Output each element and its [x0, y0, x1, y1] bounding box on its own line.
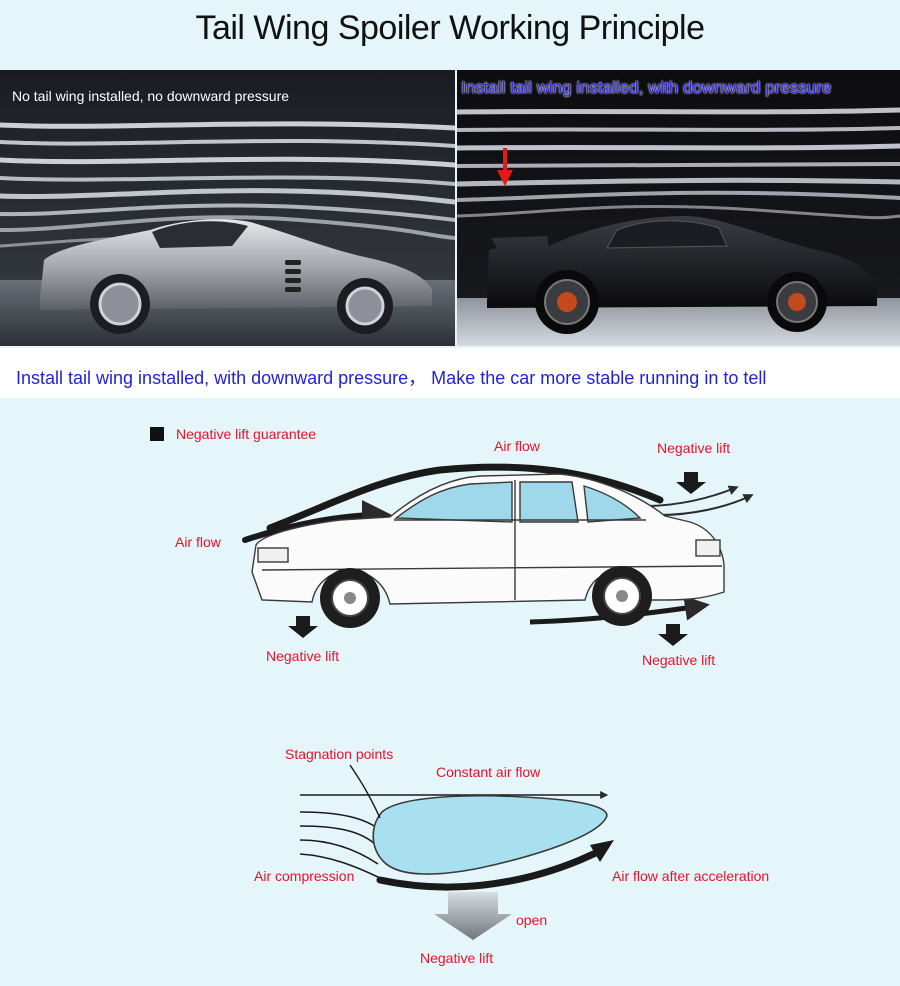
legend-label: Negative lift guarantee	[176, 426, 317, 442]
photo-caption-no-tail-wing: No tail wing installed, no downward pres…	[12, 88, 290, 104]
rear-flow-arrow-1	[649, 485, 739, 507]
negative-lift-rear-wheel-label: Negative lift	[642, 652, 716, 668]
air-flow-after-acceleration-label: Air flow after acceleration	[612, 868, 770, 884]
air-flow-top-arrow	[266, 463, 664, 532]
air-flow-after-acceleration-arrow	[376, 848, 602, 891]
negative-lift-arrow-front-wheel	[288, 616, 318, 638]
negative-lift-front-wheel-label: Negative lift	[266, 648, 340, 664]
photo-no-tail-wing: No tail wing installed, no downward pres…	[0, 70, 455, 346]
air-flow-front-arrow	[242, 500, 392, 543]
rear-flow-arrow-2	[659, 494, 754, 516]
constant-air-flow-label: Constant air flow	[436, 764, 541, 780]
photo-with-tail-wing: Install tail wing installed, with downwa…	[457, 70, 900, 346]
open-label: open	[516, 912, 548, 928]
banner-text: Install tail wing installed, with downwa…	[16, 368, 767, 388]
page-title: Tail Wing Spoiler Working Principle	[195, 9, 705, 47]
banner-background	[0, 348, 900, 398]
compression-flow-lines	[299, 811, 381, 879]
photo-caption-with-tail-wing: Install tail wing installed, with downwa…	[461, 78, 832, 97]
rear-wheel	[592, 566, 652, 626]
negative-lift-arrow-rear-top	[676, 472, 706, 494]
air-flow-front-label: Air flow	[175, 534, 221, 550]
air-compression-label: Air compression	[254, 868, 355, 884]
negative-lift-arrow-rear-wheel	[658, 624, 688, 646]
stagnation-points-label: Stagnation points	[285, 746, 394, 762]
wind-tunnel-black-car-image	[457, 70, 900, 346]
negative-lift-wing-label: Negative lift	[420, 950, 494, 966]
air-flow-top-label: Air flow	[494, 438, 540, 454]
stagnation-pointer	[349, 764, 381, 819]
legend-square-icon	[150, 427, 164, 441]
wing-airfoil	[372, 795, 608, 875]
negative-lift-rear-top-label: Negative lift	[657, 440, 731, 456]
negative-lift-down-arrow	[434, 892, 512, 940]
front-wheel	[320, 568, 380, 628]
wind-tunnel-silver-car-image	[0, 70, 455, 346]
